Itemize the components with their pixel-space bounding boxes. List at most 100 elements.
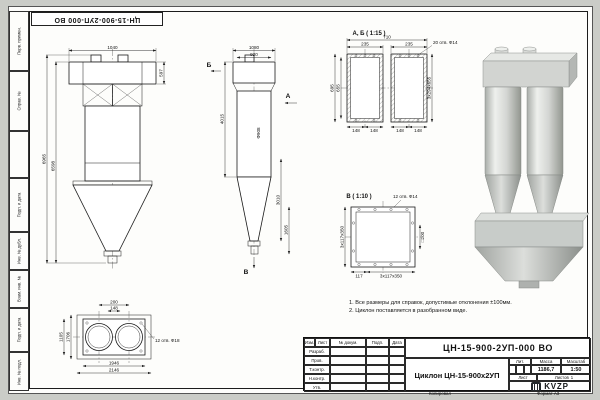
row-prov-date xyxy=(389,356,405,365)
margin-label: Подп. и дата xyxy=(16,317,22,343)
row-tkontr-label: Т.контр. xyxy=(309,367,325,372)
dim-ab-695: 695 xyxy=(329,84,334,92)
front-view: 1040 597 6965 6598 xyxy=(41,45,166,269)
dim-v-left: 3х117х350 xyxy=(339,225,344,248)
dim-ab-148: 148 xyxy=(396,128,404,133)
doc-title: Циклон ЦН-15-900х2УП xyxy=(405,358,509,392)
sheets-value: 1 xyxy=(570,375,574,380)
dim-side-4015: 4015 xyxy=(219,113,224,124)
row-nkontr: Н.контр. xyxy=(304,374,330,383)
dim-v-117: 117 xyxy=(355,274,363,279)
margin-box-inv-podl: Инв. № подл. xyxy=(9,352,29,391)
dim-plan-200: 200 xyxy=(110,299,118,304)
doc-title-text: Циклон ЦН-15-900х2УП xyxy=(414,370,500,380)
lit-cell-1 xyxy=(509,365,517,374)
scale-value: 1:50 xyxy=(561,365,591,374)
row-nkontr-label: Н.контр. xyxy=(308,376,326,381)
margin-label: Подп. и дата xyxy=(16,192,22,218)
margin-box-podp-data-2: Подп. и дата xyxy=(9,308,29,352)
note-line-2: 2. Циклон поставляется в разобранном вид… xyxy=(349,308,467,315)
note-line-1: 1. Все размеры для справок, допустимые о… xyxy=(349,300,512,306)
scale-label: Масштаб xyxy=(566,359,586,364)
margin-label: Инв. № дубл. xyxy=(16,238,22,264)
row-razrab-name xyxy=(330,347,366,356)
sheet-cell: Лист xyxy=(509,374,537,381)
dim-front-width: 1040 xyxy=(107,45,118,50)
margin-box-perv-primen: Перв. примен. xyxy=(9,11,29,71)
col-data: Дата xyxy=(389,338,405,347)
margin-label: Инв. № подл. xyxy=(16,358,22,385)
view-arrow-label-a: А xyxy=(286,93,291,100)
margin-label: Взам. инв. № xyxy=(16,276,22,302)
col-list-label: Лист xyxy=(317,340,328,345)
lit-header: Лит. xyxy=(509,358,531,365)
dim-side-3010: 3010 xyxy=(276,194,281,205)
row-razrab-date xyxy=(389,347,405,356)
dim-side-diameter: Ф908 xyxy=(256,127,261,139)
col-docnum-label: № докум. xyxy=(338,340,358,345)
col-data-label: Дата xyxy=(392,340,402,345)
col-docnum: № докум. xyxy=(330,338,366,347)
company-logo-text: KVZP xyxy=(544,382,569,391)
notes-block: 1. Все размеры для справок, допустимые о… xyxy=(349,299,597,316)
margin-box-sprav: Справ. № xyxy=(9,71,29,131)
row-utv: Утв. xyxy=(304,383,330,392)
margin-label: Справ. № xyxy=(16,91,22,111)
dim-ab-710: 710 xyxy=(383,34,391,39)
col-list: Лист xyxy=(315,338,330,347)
scale-value-text: 1:50 xyxy=(570,366,582,373)
dim-side-1605: 1605 xyxy=(284,224,289,235)
note-ab-holes: 20 отв. Ф14 xyxy=(433,40,458,45)
row-razrab-sign xyxy=(366,347,389,356)
dim-side-920: 920 xyxy=(250,52,258,57)
drawing-canvas: 1040 597 6965 6598 Ф908 xyxy=(41,31,590,375)
row-prov: Пров. xyxy=(304,356,330,365)
dim-v-200: □200 xyxy=(420,231,425,242)
plan-detail: 200 148 12 отв. Ф18 1946 2146 1706 1105 xyxy=(58,299,180,375)
dim-ab-655: 655 xyxy=(336,84,341,92)
row-nkontr-sign xyxy=(366,374,389,383)
mass-value-text: 1186,7 xyxy=(537,366,555,373)
row-prov-label: Пров. xyxy=(311,358,323,363)
row-tkontr-date xyxy=(389,365,405,374)
note-v-holes: 12 отв. Ф14 xyxy=(393,194,418,199)
section-ab: А, Б ( 1:15 ) 710 23 xyxy=(329,31,458,133)
row-utv-name xyxy=(330,383,366,392)
drawing-sheet: Перв. примен. Справ. № Подп. и дата Инв.… xyxy=(8,6,593,396)
dim-ab-235b: 235 xyxy=(405,41,413,46)
col-izm: Изм. xyxy=(304,338,315,347)
lit-label: Лит. xyxy=(516,359,524,364)
row-nkontr-name xyxy=(330,374,366,383)
dim-plan-1105: 1105 xyxy=(58,332,63,342)
margin-box-podp-data-1: Подп. и дата xyxy=(9,178,29,232)
section-ab-title: А, Б ( 1:15 ) xyxy=(353,31,386,37)
dim-v-3x117: 3х117х350 xyxy=(380,274,403,279)
sheet-label: Лист xyxy=(518,375,528,380)
margin-box-blank xyxy=(9,131,29,178)
dim-side-1080: 1080 xyxy=(249,45,260,50)
col-podp-label: Подп. xyxy=(371,340,384,345)
mass-header: Масса xyxy=(531,358,561,365)
title-block: Изм. Лист № докум. Подп. Дата Разраб. Пр… xyxy=(303,337,591,392)
lit-cell-2 xyxy=(516,365,524,374)
row-tkontr-sign xyxy=(366,365,389,374)
company-logo-cell: KVZP xyxy=(509,381,591,392)
col-izm-label: Изм. xyxy=(304,340,315,345)
dim-front-6598: 6598 xyxy=(50,160,55,171)
sheets-label: Листов xyxy=(554,375,569,380)
dim-plan-148: 148 xyxy=(110,306,118,311)
company-logo-icon xyxy=(531,382,542,391)
row-utv-sign xyxy=(366,383,389,392)
view-arrow-label-v: В xyxy=(244,269,249,276)
margin-box-vzam-inv: Взам. инв. № xyxy=(9,270,29,308)
view-arrow-label-b: Б xyxy=(207,62,212,69)
row-tkontr: Т.контр. xyxy=(304,365,330,374)
margin-box-inv-dubl: Инв. № дубл. xyxy=(9,232,29,270)
dim-ab-148: 148 xyxy=(370,128,378,133)
doc-designation: ЦН-15-900-2УП-000 ВО xyxy=(405,338,591,358)
side-view: Ф908 1080 920 4015 3010 1605 Б А В xyxy=(207,45,297,276)
view-v: В ( 1:10 ) 12 отв. Ф14 117 3х117х350 xyxy=(339,194,425,279)
note-plan-holes: 12 отв. Ф18 xyxy=(155,338,180,343)
